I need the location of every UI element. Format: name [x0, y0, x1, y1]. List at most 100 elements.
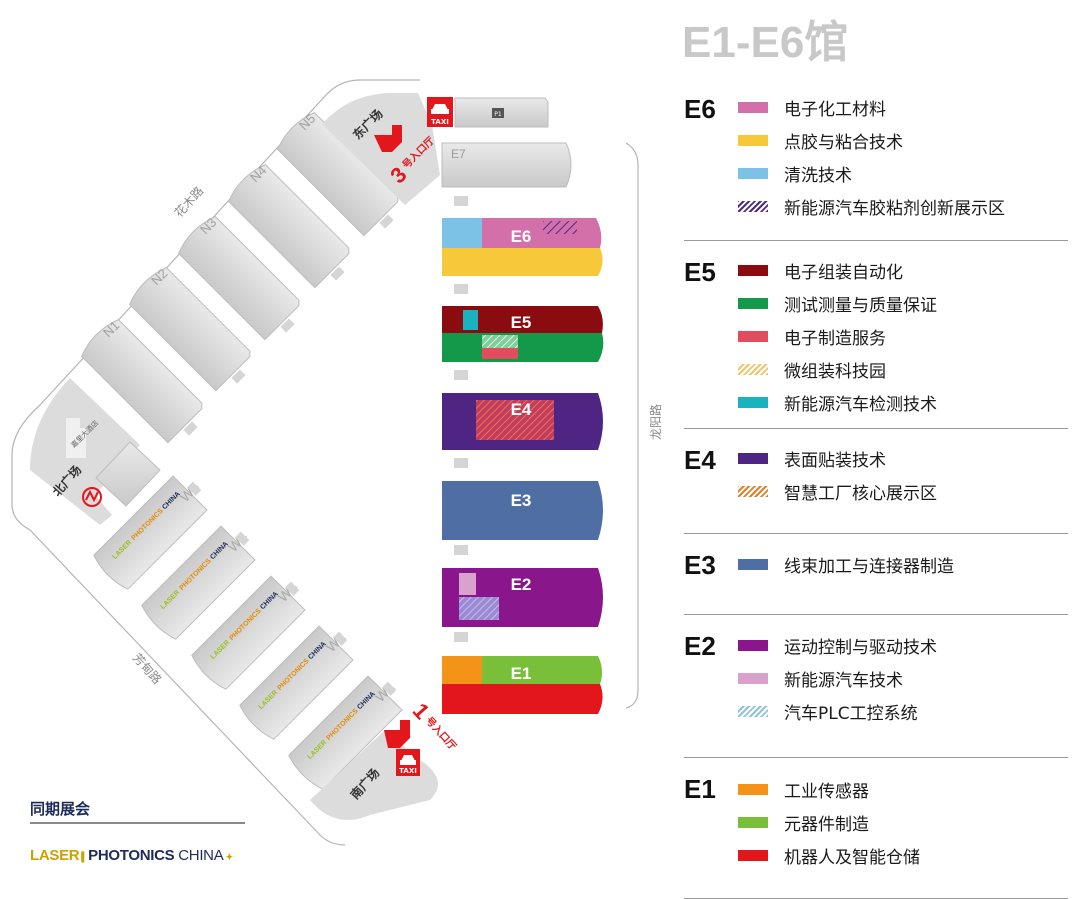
legend-hall-code: E4: [684, 445, 716, 475]
legend-item: 运动控制与驱动技术: [738, 633, 937, 658]
legend-item-label: 测试测量与质量保证: [784, 295, 937, 316]
hall-n3[interactable]: N3: [174, 212, 308, 346]
connector: [454, 196, 468, 206]
connector: [187, 481, 202, 496]
taxi-top-label: TAXI: [431, 118, 449, 126]
legend-swatch: [738, 452, 768, 464]
logo-separator-icon: ▍: [79, 852, 89, 862]
logo-china: CHINA: [178, 847, 224, 864]
legend-item: 工业传感器: [738, 777, 869, 802]
legend-item: 智慧工厂核心展示区: [738, 479, 937, 504]
page-title: E1-E6馆: [682, 18, 849, 67]
road-fangdian-label: 芳甸路: [130, 650, 165, 687]
laser-photonics-china-logo: LASER ▍PHOTONICS CHINA ✦: [30, 847, 233, 864]
hall-e2[interactable]: E2: [442, 568, 603, 627]
legend-hall-code: E5: [684, 257, 716, 287]
legend-swatch: [738, 639, 768, 651]
hall-e1[interactable]: E1: [442, 656, 603, 714]
hall-n2[interactable]: N2: [125, 263, 259, 397]
hall-n4[interactable]: N4: [224, 160, 358, 294]
legend-swatch: [738, 101, 768, 113]
east-entrance-arrow: [374, 125, 402, 152]
logo-star-icon: ✦: [223, 852, 234, 862]
hall-e7[interactable]: [441, 142, 572, 188]
connector: [235, 531, 250, 546]
legend-swatch: [738, 783, 768, 795]
connector: [454, 545, 468, 555]
legend-group-e4: E4 表面贴装技术智慧工厂核心展示区: [684, 441, 1068, 534]
connector: [382, 681, 397, 696]
legend-item: 点胶与粘合技术: [738, 128, 903, 153]
connector: [330, 266, 345, 281]
legend-group-e6: E6 电子化工材料点胶与粘合技术清洗技术新能源汽车胶粘剂创新展示区: [684, 90, 1068, 241]
hall-e4-label: E4: [511, 400, 532, 419]
legend-item: 电子化工材料: [738, 95, 886, 120]
east-halls: E7 E6 E5 E4: [441, 142, 604, 714]
parking-p1: P1: [454, 97, 549, 128]
logo-photonics: PHOTONICS: [88, 847, 175, 864]
legend-item: 元器件制造: [738, 810, 869, 835]
legend-item-label: 清洗技术: [784, 165, 852, 186]
legend-swatch: [738, 558, 768, 570]
legend-item: 微组装科技园: [738, 357, 886, 382]
legend-swatch: [738, 134, 768, 146]
hall-n5[interactable]: N5: [273, 108, 407, 242]
legend-item: 汽车PLC工控系统: [738, 699, 918, 724]
concurrent-events-title: 同期展会: [30, 800, 91, 818]
legend-swatch: [738, 849, 768, 861]
hall-e5[interactable]: E5: [442, 306, 604, 362]
legend-swatch: [738, 396, 768, 408]
hall-e3[interactable]: E3: [442, 481, 603, 540]
connector: [454, 458, 468, 468]
legend-item-label: 电子制造服务: [784, 328, 886, 349]
taxi-bottom-label: TAXI: [399, 767, 417, 775]
legend-item-label: 电子组装自动化: [784, 262, 903, 283]
legend-item: 测试测量与质量保证: [738, 291, 937, 316]
taxi-icon-bottom: TAXI: [396, 749, 420, 776]
metro-icon: [82, 487, 102, 507]
legend-hall-code: E1: [684, 774, 716, 804]
connector: [454, 370, 468, 380]
road-longyang-label: 龙阳路: [648, 404, 663, 440]
legend-item-label: 线束加工与连接器制造: [784, 556, 954, 577]
legend-item: 电子组装自动化: [738, 258, 903, 283]
legend-swatch: [738, 705, 768, 717]
hall-e1-label: E1: [511, 664, 532, 683]
legend-swatch: [738, 330, 768, 342]
legend-hall-code: E6: [684, 94, 716, 124]
hall-n1[interactable]: N1: [77, 315, 211, 449]
taxi-icon-top: TAXI: [427, 97, 453, 127]
legend-item: 新能源汽车胶粘剂创新展示区: [738, 194, 1005, 219]
connector: [454, 632, 468, 642]
legend-item-label: 智慧工厂核心展示区: [784, 483, 937, 504]
hall-e3-label: E3: [511, 491, 532, 510]
road-huamu-label: 花木路: [171, 183, 206, 220]
legend-swatch: [738, 672, 768, 684]
legend-item-label: 运动控制与驱动技术: [784, 637, 937, 658]
legend-swatch: [738, 167, 768, 179]
legend-item-label: 元器件制造: [784, 814, 869, 835]
hall-e6[interactable]: E6: [442, 218, 603, 276]
legend-group-e3: E3 线束加工与连接器制造: [684, 546, 1068, 615]
legend-hall-code: E3: [684, 550, 716, 580]
legend-item-label: 新能源汽车技术: [784, 670, 903, 691]
legend-item: 表面贴装技术: [738, 446, 886, 471]
legend-swatch: [738, 297, 768, 309]
legend-item-label: 机器人及智能仓储: [784, 847, 920, 868]
legend-item-label: 点胶与粘合技术: [784, 132, 903, 153]
legend-swatch: [738, 264, 768, 276]
legend-item: 清洗技术: [738, 161, 852, 186]
legend-item-label: 微组装科技园: [784, 361, 886, 382]
connector: [183, 421, 198, 436]
legend-item-label: 新能源汽车胶粘剂创新展示区: [784, 198, 1005, 219]
hall-e2-label: E2: [511, 575, 532, 594]
hall-e4[interactable]: E4: [442, 393, 603, 450]
legend: E6 电子化工材料点胶与粘合技术清洗技术新能源汽车胶粘剂创新展示区 E5 电子组装自动…: [684, 90, 1068, 899]
legend-item: 线束加工与连接器制造: [738, 552, 954, 577]
legend-item-label: 汽车PLC工控系统: [784, 703, 918, 724]
